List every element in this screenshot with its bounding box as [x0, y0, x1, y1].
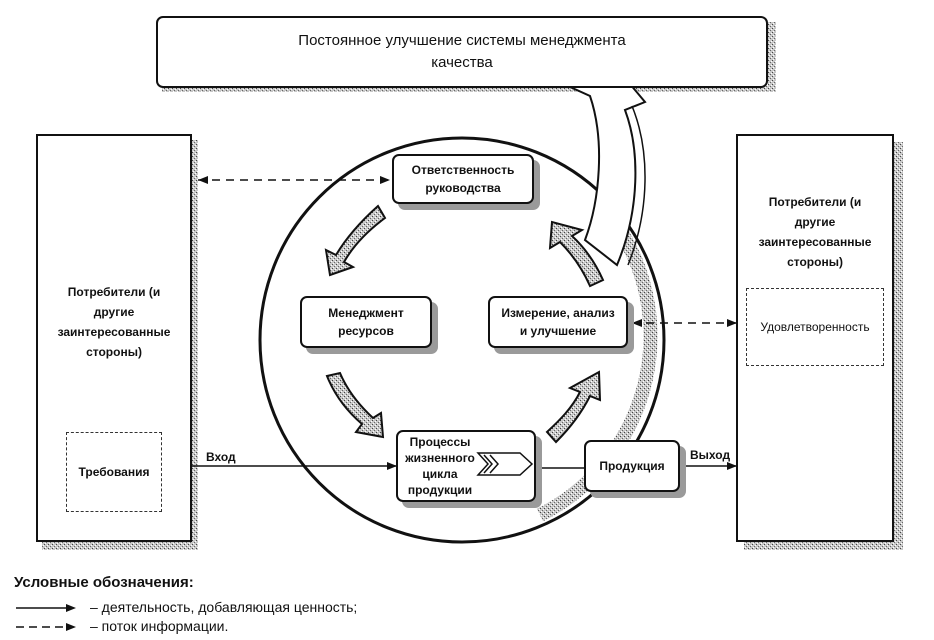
cycle-arrow-top-left-icon: [324, 204, 387, 277]
info-arrowhead-left: [198, 176, 208, 184]
right-title-line: Потребители (и: [768, 195, 862, 209]
box-line: руководства: [425, 181, 501, 195]
left-customers-box: Потребители (и другие заинтересованные с…: [36, 134, 192, 542]
left-title-line: другие: [93, 305, 135, 319]
left-customers-title: Потребители (и другие заинтересованные с…: [38, 282, 190, 362]
banner-shadow: [768, 22, 776, 90]
cycle-arrow-top-right-icon: [548, 220, 605, 288]
improvement-arrow-edge: [627, 105, 646, 266]
continual-improvement-banner: Постоянное улучшение системы менеджмента…: [156, 16, 768, 88]
right-customers-box: Потребители (и другие заинтересованные с…: [736, 134, 894, 542]
legend-item-dashed: – поток информации.: [80, 618, 228, 634]
box-line: Ответственность: [411, 163, 515, 177]
legend-dashed-text: – поток информации.: [90, 618, 229, 634]
info-arrowhead-right-2: [727, 319, 737, 327]
input-label: Вход: [206, 450, 236, 464]
box-line: жизненного: [405, 451, 475, 465]
cycle-arrow-bottom-left-icon: [325, 371, 385, 439]
box-line: Процессы: [409, 435, 471, 449]
info-arrowhead-right: [380, 176, 390, 184]
left-party-shadow-bottom: [42, 540, 198, 550]
cycle-circle: [258, 136, 666, 544]
product-realization-box: Процессы жизненного цикла продукции: [396, 430, 536, 502]
product-box: Продукция: [584, 440, 680, 492]
banner-line-2: качества: [431, 54, 493, 71]
box-line: ресурсов: [338, 324, 394, 338]
resource-management-box: Менеджмент ресурсов: [300, 296, 432, 348]
legend-solid-arrowhead: [66, 604, 76, 612]
left-title-line: Потребители (и: [67, 285, 161, 299]
output-label: Выход: [690, 448, 731, 462]
left-title-line: стороны): [86, 345, 142, 359]
management-responsibility-box: Ответственность руководства: [392, 154, 534, 204]
box-line: продукции: [407, 483, 473, 497]
box-line: и улучшение: [519, 324, 597, 338]
right-party-shadow-bottom: [744, 540, 903, 550]
box-line: цикла: [422, 467, 458, 481]
left-title-line: заинтересованные: [57, 325, 171, 339]
legend-item-solid: – деятельность, добавляющая ценность;: [80, 599, 357, 615]
right-party-shadow: [893, 142, 903, 550]
right-title-line: стороны): [787, 255, 843, 269]
satisfaction-box: Удовлетворенность: [746, 288, 884, 366]
left-party-shadow: [190, 140, 198, 550]
right-customers-title: Потребители (и другие заинтересованные с…: [738, 192, 892, 272]
product-realization-text: Процессы жизненного цикла продукции: [400, 434, 480, 498]
banner-line-1: Постоянное улучшение системы менеджмента: [298, 32, 626, 49]
box-line: Измерение, анализ: [501, 306, 615, 320]
right-title-line: другие: [794, 215, 836, 229]
requirements-box: Требования: [66, 432, 162, 512]
box-line: Менеджмент: [328, 306, 404, 320]
measurement-analysis-box: Измерение, анализ и улучшение: [488, 296, 628, 348]
info-arrowhead-left-2: [632, 319, 642, 327]
right-title-line: заинтересованные: [758, 235, 872, 249]
banner-shadow-bottom: [162, 86, 776, 92]
chevron-process-icon: [476, 452, 534, 476]
circle-shading: [536, 226, 658, 522]
cycle-arrow-bottom-right-icon: [545, 370, 602, 444]
legend-title: Условные обозначения:: [14, 574, 194, 591]
legend-dashed-arrowhead: [66, 623, 76, 631]
legend-solid-text: – деятельность, добавляющая ценность;: [90, 599, 358, 615]
